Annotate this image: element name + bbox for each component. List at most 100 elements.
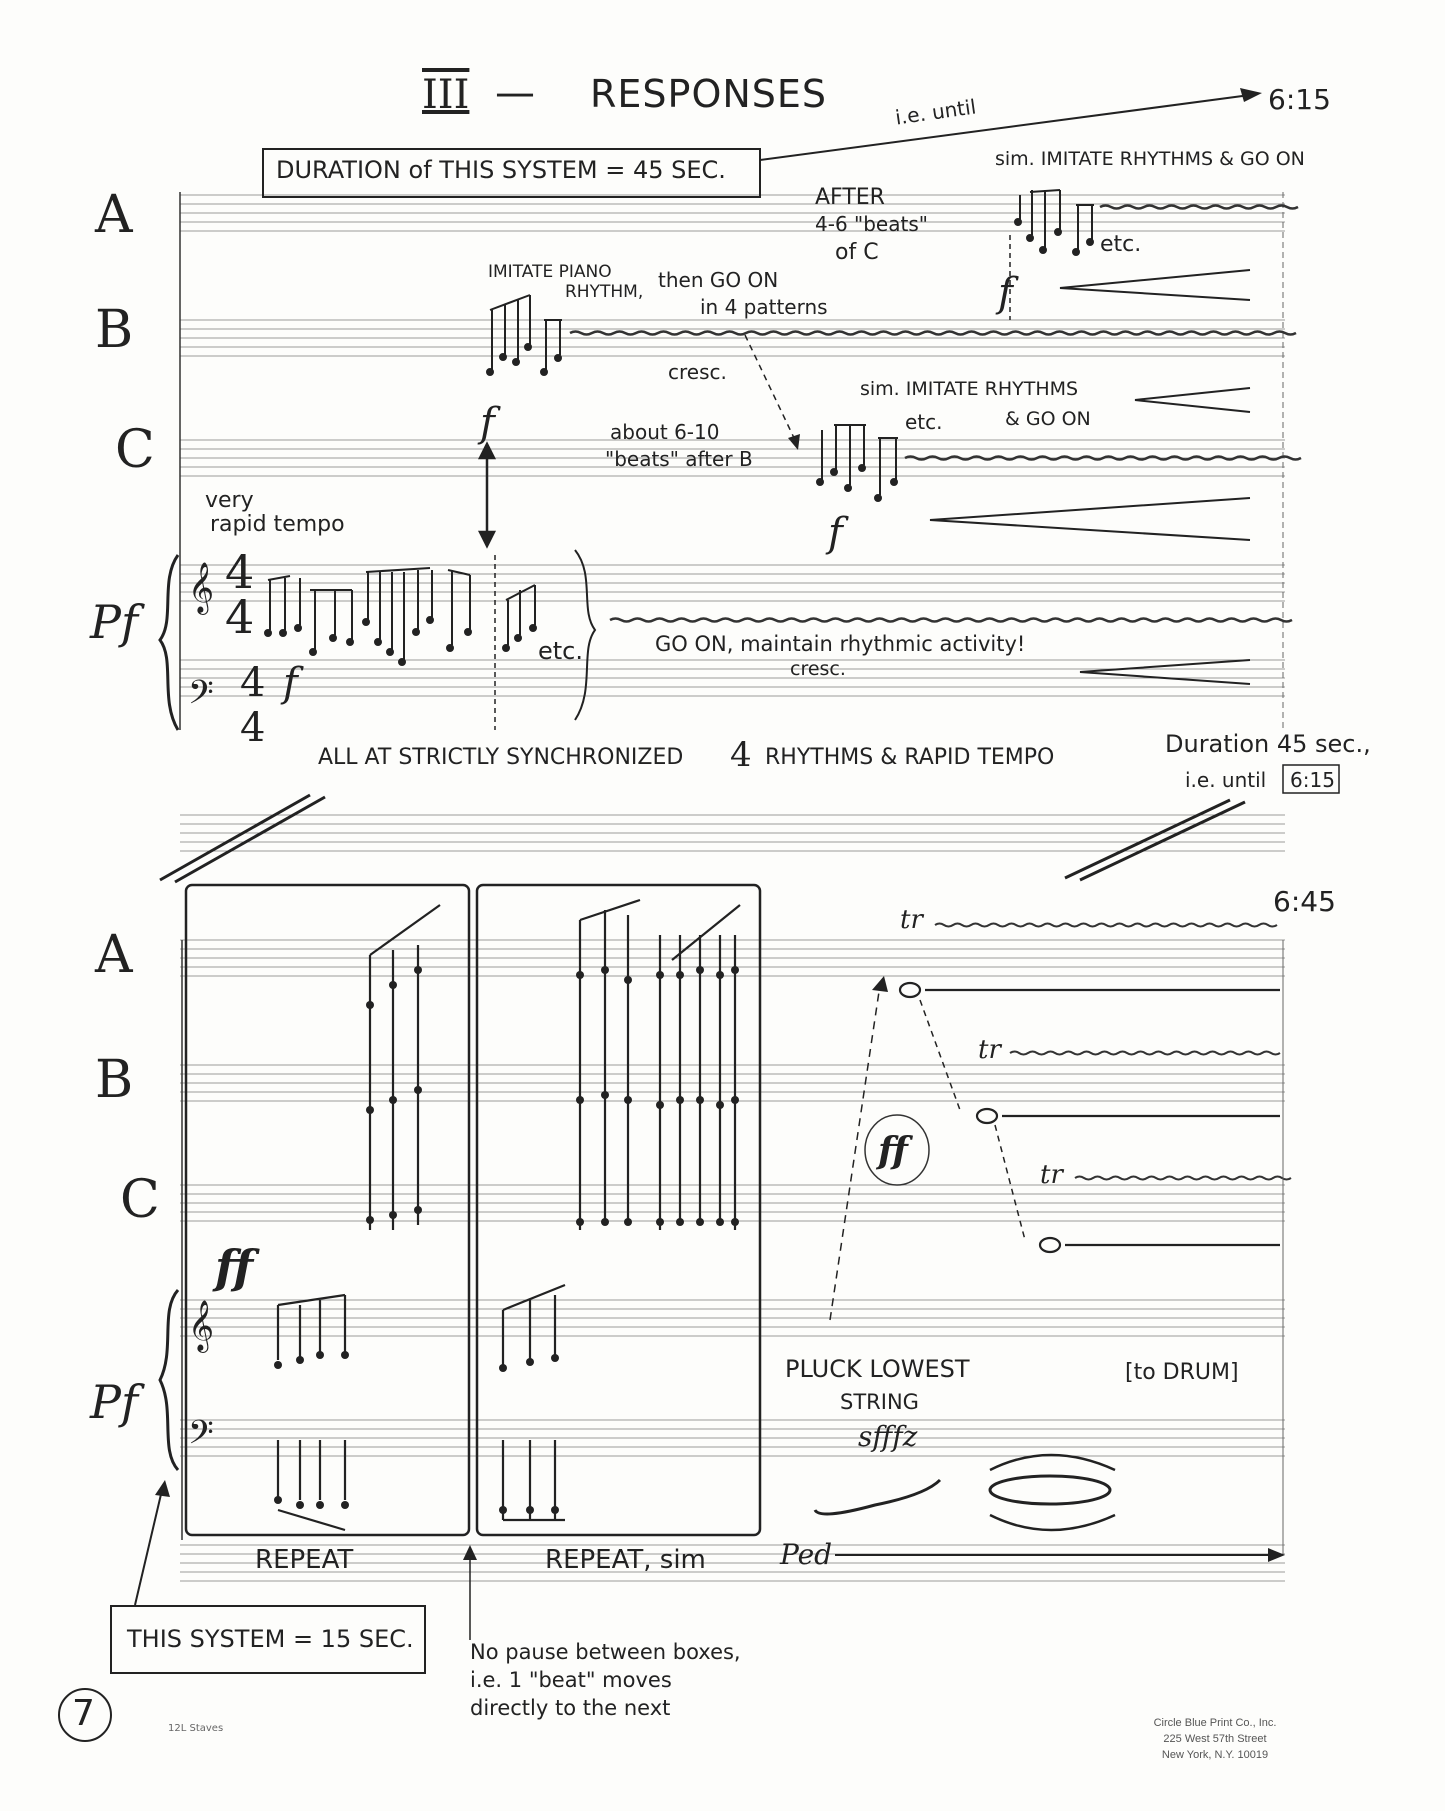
system-duration-box: DURATION of THIS SYSTEM = 45 SEC. bbox=[262, 148, 761, 198]
trill-c: tr bbox=[1040, 1160, 1063, 1190]
instrument-pf-label: Pf bbox=[90, 595, 138, 649]
notehead bbox=[696, 966, 704, 974]
pf-tempo-2: rapid tempo bbox=[210, 512, 345, 537]
pluck-instruction-2: STRING bbox=[840, 1390, 919, 1414]
notehead bbox=[676, 1096, 684, 1104]
staff-lines bbox=[180, 194, 1285, 1582]
pf-go-on: GO ON, maintain rhythmic activity! bbox=[655, 632, 1026, 656]
trill-a: tr bbox=[900, 905, 923, 935]
notehead bbox=[389, 1096, 397, 1104]
notehead bbox=[274, 1361, 282, 1369]
notehead bbox=[316, 1501, 324, 1509]
notehead bbox=[601, 1218, 609, 1226]
notehead bbox=[296, 1356, 304, 1364]
c-beats-after: "beats" after B bbox=[605, 447, 753, 471]
pf-tempo-1: very bbox=[205, 488, 254, 513]
notehead bbox=[601, 1091, 609, 1099]
second-time-marker: 6:45 bbox=[1273, 885, 1336, 918]
instrument-b-label-2: B bbox=[95, 1050, 134, 1110]
system2-duration-box: THIS SYSTEM = 15 SEC. bbox=[110, 1605, 426, 1674]
notehead bbox=[676, 1218, 684, 1226]
notehead bbox=[716, 971, 724, 979]
notehead bbox=[366, 1106, 374, 1114]
instrument-pf-label-2: Pf bbox=[90, 1375, 138, 1429]
a-etc: etc. bbox=[1100, 232, 1142, 257]
notehead bbox=[366, 1216, 374, 1224]
notehead bbox=[551, 1506, 559, 1514]
pf-bass-time-sig-bottom: 4 bbox=[240, 705, 266, 751]
notehead bbox=[296, 1501, 304, 1509]
pf-time-sig-top: 4 bbox=[225, 545, 255, 599]
notehead bbox=[696, 1218, 704, 1226]
notehead bbox=[341, 1501, 349, 1509]
b-instruction-1: IMITATE PIANO bbox=[488, 262, 612, 282]
no-pause-line-1: No pause between boxes, bbox=[470, 1640, 741, 1664]
printer-address: 225 West 57th Street bbox=[1163, 1733, 1267, 1745]
notehead bbox=[716, 1101, 724, 1109]
repeat-label-1: REPEAT bbox=[255, 1545, 354, 1575]
notehead bbox=[274, 1496, 282, 1504]
printer-info: Circle Blue Print Co., Inc. 225 West 57t… bbox=[1120, 1715, 1310, 1763]
instrument-a-label-2: A bbox=[95, 925, 133, 985]
b-dynamic-f: f bbox=[480, 400, 495, 446]
duration-note-time: 6:15 bbox=[1290, 768, 1335, 792]
sfffz-dynamic: sfffz bbox=[858, 1420, 918, 1453]
notehead bbox=[414, 1086, 422, 1094]
movement-number: III bbox=[422, 72, 470, 118]
notehead bbox=[414, 1206, 422, 1214]
notehead bbox=[551, 1354, 559, 1362]
notehead bbox=[526, 1358, 534, 1366]
notehead bbox=[341, 1351, 349, 1359]
system2-duration-text: THIS SYSTEM = 15 SEC. bbox=[127, 1625, 414, 1653]
b-cresc: cresc. bbox=[668, 360, 727, 384]
printer-city: New York, N.Y. 10019 bbox=[1161, 1749, 1269, 1761]
a-of-c: of C bbox=[835, 240, 879, 265]
c-instruction-1: sim. IMITATE RHYTHMS bbox=[860, 378, 1079, 400]
notehead bbox=[676, 971, 684, 979]
notehead bbox=[499, 1364, 507, 1372]
notehead bbox=[716, 1218, 724, 1226]
b-then: then GO ON bbox=[658, 268, 779, 292]
duration-note-1: Duration 45 sec., bbox=[1165, 730, 1371, 758]
top-time-marker: 6:15 bbox=[1268, 83, 1331, 116]
a-after: AFTER bbox=[815, 185, 885, 210]
notehead bbox=[316, 1351, 324, 1359]
duration-note-2: i.e. until bbox=[1185, 768, 1267, 792]
no-pause-line-3: directly to the next bbox=[470, 1696, 671, 1720]
svg-text:𝄢: 𝄢 bbox=[188, 674, 214, 720]
movement-title: RESPONSES bbox=[590, 72, 828, 116]
notehead bbox=[366, 1001, 374, 1009]
paper-label: 12L Staves bbox=[168, 1723, 224, 1734]
trill-b: tr bbox=[978, 1035, 1001, 1065]
ped-marking: Ped bbox=[780, 1538, 833, 1571]
notehead bbox=[656, 971, 664, 979]
a-dynamic-f: f bbox=[998, 270, 1013, 316]
circled-dynamic-ff: ff bbox=[878, 1130, 908, 1172]
pf-dynamic-f: f bbox=[283, 660, 298, 706]
repeat-label-2: REPEAT, sim bbox=[545, 1545, 706, 1575]
c-etc: etc. bbox=[905, 410, 943, 434]
pf-dynamic-ff: ff bbox=[215, 1240, 254, 1294]
sync-instruction-2: RHYTHMS & RAPID TEMPO bbox=[765, 745, 1055, 770]
notehead bbox=[389, 1211, 397, 1219]
instrument-b-label: B bbox=[95, 300, 134, 360]
c-dynamic-f: f bbox=[828, 510, 843, 556]
instrument-c-label: C bbox=[115, 420, 155, 480]
notehead bbox=[389, 981, 397, 989]
c-instruction-2: & GO ON bbox=[1005, 408, 1091, 430]
notehead bbox=[624, 1096, 632, 1104]
pf-etc: etc. bbox=[538, 637, 583, 665]
notehead bbox=[576, 1096, 584, 1104]
instrument-a-label: A bbox=[95, 185, 133, 245]
notehead bbox=[731, 1218, 739, 1226]
pf-cresc: cresc. bbox=[790, 658, 846, 680]
c-about: about 6-10 bbox=[610, 420, 720, 444]
svg-text:𝄞: 𝄞 bbox=[188, 1300, 214, 1353]
title-dash: — bbox=[495, 70, 535, 116]
notehead bbox=[624, 976, 632, 984]
a-beats: 4-6 "beats" bbox=[815, 212, 928, 236]
notehead bbox=[526, 1506, 534, 1514]
notehead bbox=[576, 971, 584, 979]
